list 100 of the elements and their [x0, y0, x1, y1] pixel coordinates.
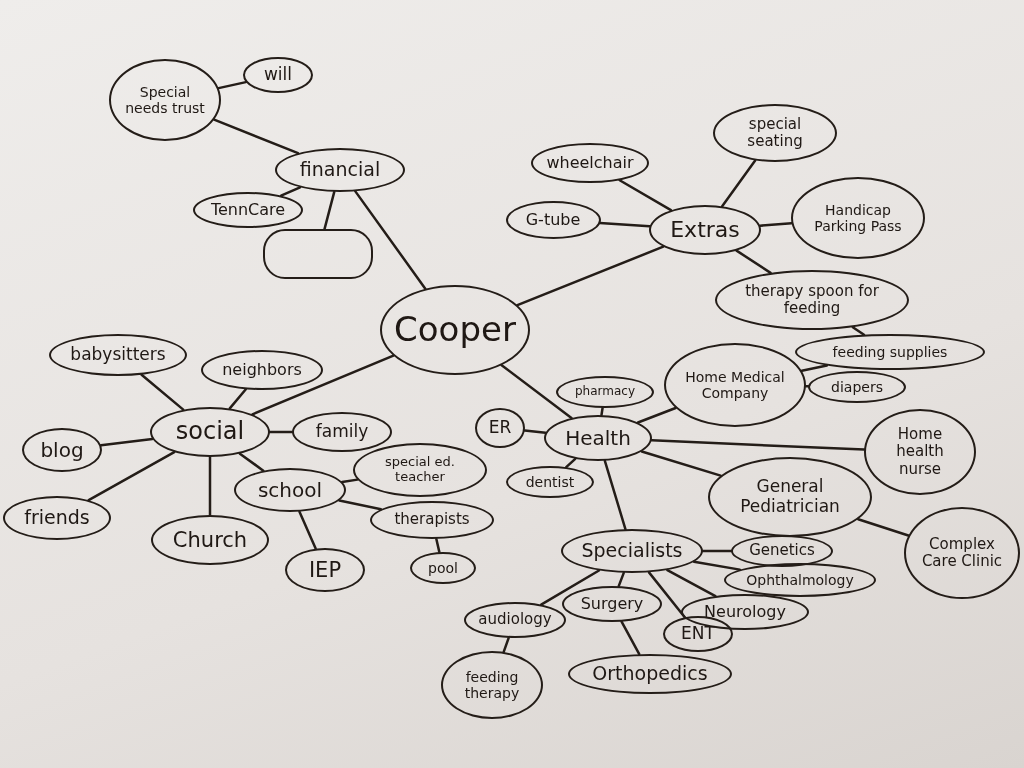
- connector-line: [238, 452, 265, 472]
- mind-map-bubble: [22, 428, 102, 472]
- connector-line: [228, 388, 248, 410]
- mind-map-bubble: [441, 651, 543, 719]
- bubble-label: diapers: [831, 378, 883, 396]
- connector-line: [500, 364, 573, 420]
- bubble-label: Neurology: [704, 602, 786, 622]
- bubble-label: Specialists: [581, 540, 683, 562]
- mind-map-bubble: [475, 408, 525, 448]
- connector-line: [640, 450, 722, 477]
- mind-map-bubble: [285, 548, 365, 592]
- mind-map-bubble: [49, 334, 187, 376]
- connector-line: [735, 249, 772, 275]
- connector-line: [600, 406, 604, 417]
- mind-map-bubble: [201, 350, 323, 390]
- mind-map-bubble: [731, 535, 833, 567]
- mind-map-bubble: [715, 270, 909, 330]
- connector-line: [620, 620, 641, 656]
- bubble-label: Home health nurse: [895, 426, 945, 478]
- connector-line: [701, 549, 733, 553]
- connector-line: [539, 569, 601, 606]
- mind-map-bubble: [708, 457, 872, 537]
- connector-line: [87, 450, 176, 502]
- connector-line: [99, 437, 154, 447]
- connector-line: [603, 459, 627, 531]
- connector-line: [523, 429, 547, 434]
- mind-map-bubble: [370, 501, 494, 539]
- bubble-label: Special needs trust: [124, 83, 206, 117]
- mind-map-bubble: [243, 57, 313, 93]
- bubble-label: friends: [24, 507, 90, 529]
- bubble-label: Surgery: [580, 594, 644, 614]
- bubble-label: IEP: [308, 557, 342, 583]
- mind-map-bubble: [151, 515, 269, 565]
- connector-line: [720, 159, 757, 208]
- bubble-label: financial: [299, 159, 381, 181]
- bubble-label: wheelchair: [546, 153, 634, 173]
- bubble-label: Home Medical Company: [684, 368, 786, 402]
- mind-map-bubble: [649, 205, 761, 255]
- connector-line: [516, 245, 665, 307]
- bubble-label: TennCare: [210, 200, 286, 220]
- mind-map-bubble: [292, 412, 392, 452]
- bubble-label: Handicap Parking Pass: [813, 201, 903, 235]
- connector-line: [338, 499, 383, 511]
- bubble-label: therapists: [394, 511, 470, 529]
- connector-line: [666, 568, 717, 598]
- bubble-label: pharmacy: [574, 385, 635, 399]
- mind-map-bubble: [275, 148, 405, 192]
- bubble-label: feeding therapy: [463, 668, 521, 702]
- bubble-label: family: [315, 422, 369, 442]
- bubble-label: Orthopedics: [592, 663, 708, 685]
- bubble-label: G-tube: [525, 210, 581, 230]
- bubble-label: Cooper: [394, 310, 516, 350]
- mind-map-bubble: [562, 586, 662, 622]
- connector-line: [212, 118, 300, 155]
- bubble-label: Extras: [670, 217, 740, 243]
- mind-map-bubble: [150, 407, 270, 457]
- bubble-label: ENT: [681, 624, 715, 644]
- mind-map-bubble: [505, 201, 601, 239]
- bubble-label: social: [175, 418, 245, 446]
- mind-map-bubble: [531, 143, 649, 183]
- bubble-label: General Pediatrician: [739, 477, 841, 517]
- connector-line: [856, 517, 910, 537]
- connector-line: [636, 406, 677, 424]
- connector-line: [502, 636, 510, 654]
- bubble-label: therapy spoon for feeding: [744, 282, 880, 318]
- connector-line: [279, 186, 302, 197]
- mind-map-bubble: [410, 552, 476, 584]
- mind-map-bubble: [568, 654, 732, 694]
- connector-line: [564, 457, 577, 469]
- mind-map-bubble: [724, 563, 876, 597]
- connector-line: [268, 430, 294, 434]
- bubble-label: Church: [172, 527, 248, 553]
- connector-line: [800, 364, 829, 373]
- bubble-label: ER: [488, 418, 512, 438]
- mind-map-bubble: [808, 371, 906, 403]
- bubble-label: special seating: [746, 115, 804, 151]
- connector-line: [804, 384, 810, 388]
- bubble-label: special ed. teacher: [384, 455, 456, 485]
- bubble-label: Ophthalmology: [746, 571, 854, 589]
- connector-line: [435, 537, 441, 554]
- mind-map-bubble: [193, 192, 303, 228]
- bubble-label: audiology: [478, 611, 552, 629]
- connector-line: [217, 80, 248, 90]
- connector-line: [140, 373, 185, 411]
- connector-line: [323, 190, 336, 231]
- connector-line: [251, 354, 395, 416]
- connector-line: [354, 190, 427, 290]
- empty-bubble: [263, 229, 373, 279]
- mind-map-bubble: [864, 409, 976, 495]
- connector-line: [598, 221, 651, 228]
- mind-map-bubble: [109, 59, 221, 141]
- mind-map-bubble: [464, 602, 566, 638]
- mind-map-bubble: [561, 529, 703, 573]
- connector-line: [692, 560, 742, 571]
- bubble-label: feeding supplies: [832, 343, 948, 361]
- mind-map-bubble: [664, 343, 806, 427]
- connector-line: [650, 439, 866, 451]
- bubble-label: babysitters: [70, 345, 166, 365]
- mind-map-bubble: [506, 466, 594, 498]
- bubble-label: Health: [565, 426, 631, 450]
